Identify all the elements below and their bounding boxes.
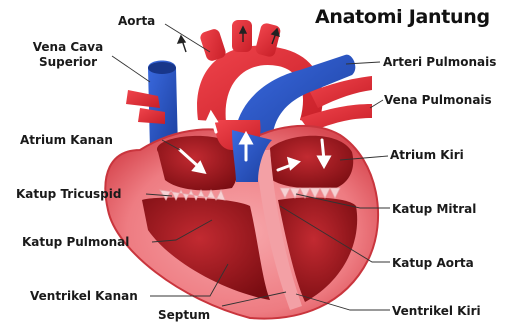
label-katup-pulmonal: Katup Pulmonal — [22, 235, 129, 250]
label-vena-cava-line2: Superior — [28, 55, 108, 70]
label-atrium-kanan: Atrium Kanan — [20, 133, 113, 148]
label-katup-aorta: Katup Aorta — [392, 256, 474, 271]
label-katup-tricuspid: Katup Tricuspid — [16, 187, 121, 202]
label-vena-cava-line1: Vena Cava — [28, 40, 108, 55]
label-ventrikel-kanan: Ventrikel Kanan — [30, 289, 138, 304]
label-vena-cava-superior: Vena Cava Superior — [28, 40, 108, 70]
label-aorta: Aorta — [118, 14, 155, 29]
label-vena-pulmonalis: Vena Pulmonais — [384, 93, 492, 108]
left-atrium-chamber — [270, 136, 353, 189]
label-katup-mitral: Katup Mitral — [392, 202, 476, 217]
label-septum: Septum — [158, 308, 210, 323]
label-arteri-pulmonalis: Arteri Pulmonais — [383, 55, 496, 70]
label-ventrikel-kiri: Ventrikel Kiri — [392, 304, 481, 319]
label-atrium-kiri: Atrium Kiri — [390, 148, 464, 163]
diagram-title: Anatomi Jantung — [315, 6, 490, 28]
